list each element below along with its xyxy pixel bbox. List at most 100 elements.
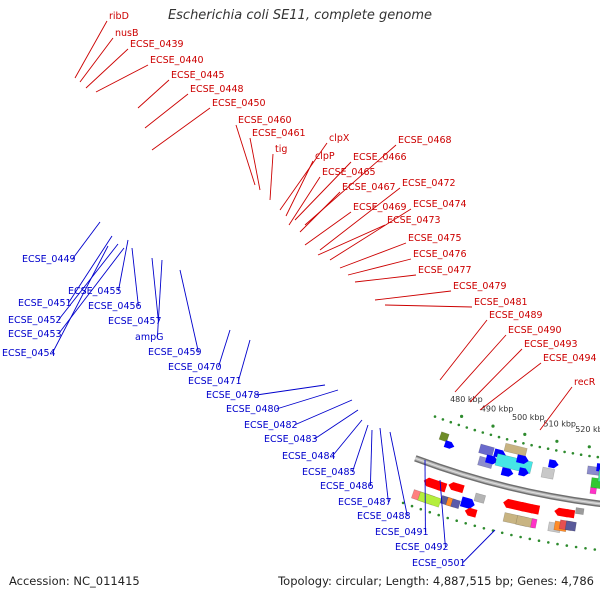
gene-feature-12-box — [473, 492, 487, 504]
gene-label-ecse_0488[interactable]: ECSE_0488 — [357, 511, 411, 522]
gene-label-ecse_0487[interactable]: ECSE_0487 — [338, 497, 392, 508]
gene-label-ecse_0456[interactable]: ECSE_0456 — [88, 301, 142, 312]
gene-label-ecse_0445[interactable]: ECSE_0445 — [171, 70, 225, 81]
gene-label-ecse_0466[interactable]: ECSE_0466 — [353, 152, 407, 163]
gene-label-clpx[interactable]: clpX — [329, 133, 350, 144]
top-leader — [74, 20, 108, 79]
gene-labels[interactable]: ribD nusBECSE_0439ECSE_0440ECSE_0445ECSE_… — [2, 11, 597, 569]
track-dot — [596, 455, 600, 459]
top-leader — [249, 137, 261, 191]
gene-label-ecse_0491[interactable]: ECSE_0491 — [375, 527, 429, 538]
gene-label-recr[interactable]: recR — [574, 377, 596, 388]
gene-label-ecse_0485[interactable]: ECSE_0485 — [302, 467, 356, 478]
gene-label-ecse_0492[interactable]: ECSE_0492 — [395, 542, 449, 553]
top-leader — [319, 187, 401, 251]
top-leader — [329, 208, 412, 261]
gene-label-ecse_0494[interactable]: ECSE_0494 — [543, 353, 597, 364]
gene-label-tig[interactable]: tig — [275, 144, 287, 155]
top-leader — [339, 242, 407, 269]
bottom-leader — [379, 427, 389, 503]
bottom-leader — [151, 257, 159, 322]
gene-label-ecse_0455[interactable]: ECSE_0455 — [68, 286, 122, 297]
bottom-leader — [439, 479, 446, 548]
track-dot — [446, 516, 450, 520]
gene-feature-44-box — [589, 487, 597, 495]
gene-label-ecse_0460[interactable]: ECSE_0460 — [238, 115, 292, 126]
gene-label-ampg[interactable]: ampG — [135, 332, 163, 343]
gene-label-ecse_0481[interactable]: ECSE_0481 — [474, 297, 528, 308]
scale-tick — [491, 424, 495, 428]
gene-label-ecse_0471[interactable]: ECSE_0471 — [188, 376, 242, 387]
top-leader — [137, 79, 170, 109]
accession-text: Accession: NC_011415 — [9, 574, 140, 588]
track-dot — [481, 431, 485, 434]
gene-feature-9-box — [438, 431, 450, 443]
track-dot — [565, 544, 569, 547]
gene-feature-25-box — [503, 442, 528, 457]
gene-label-ecse_0450[interactable]: ECSE_0450 — [212, 98, 266, 109]
gene-label-ecse_0472[interactable]: ECSE_0472 — [402, 178, 456, 189]
gene-label-ecse_0465[interactable]: ECSE_0465 — [322, 167, 376, 178]
gene-label-ecse_0483[interactable]: ECSE_0483 — [264, 434, 318, 445]
gene-label-ribd[interactable]: ribD — [109, 11, 129, 22]
label-leaders — [52, 20, 573, 564]
top-leader — [479, 362, 542, 411]
gene-label-ecse_0478[interactable]: ECSE_0478 — [206, 390, 260, 401]
gene-label-ecse_0476[interactable]: ECSE_0476 — [413, 249, 467, 260]
gene-feature-27 — [518, 467, 529, 477]
gene-label-ecse_0451[interactable]: ECSE_0451 — [18, 298, 72, 309]
top-leader — [317, 224, 386, 256]
gene-label-ecse_0489[interactable]: ECSE_0489 — [489, 310, 543, 321]
track-dot — [593, 548, 597, 551]
gene-label-ecse_0475[interactable]: ECSE_0475 — [408, 233, 462, 244]
gene-label-ecse_0474[interactable]: ECSE_0474 — [413, 199, 467, 210]
gene-feature-8 — [453, 483, 465, 494]
track-dot — [455, 519, 459, 522]
track-dot — [530, 443, 533, 447]
gene-label-ecse_0490[interactable]: ECSE_0490 — [508, 325, 562, 336]
gene-label-ecse_0480[interactable]: ECSE_0480 — [226, 404, 280, 415]
track-dot — [419, 507, 423, 511]
track-dot — [514, 440, 517, 443]
feature-tracks — [410, 431, 600, 534]
gene-label-ecse_0457[interactable]: ECSE_0457 — [108, 316, 162, 327]
gene-label-nusb[interactable]: nusB — [115, 28, 139, 39]
gene-label-ecse_0470[interactable]: ECSE_0470 — [168, 362, 222, 373]
gene-label-ecse_0440[interactable]: ECSE_0440 — [150, 55, 204, 66]
gene-label-ecse_0439[interactable]: ECSE_0439 — [130, 39, 184, 50]
top-leader — [79, 37, 114, 83]
gene-label-ecse_0486[interactable]: ECSE_0486 — [320, 481, 374, 492]
gene-label-ecse_0469[interactable]: ECSE_0469 — [353, 202, 407, 213]
gene-label-ecse_0468[interactable]: ECSE_0468 — [398, 135, 452, 146]
gene-label-ecse_0453[interactable]: ECSE_0453 — [8, 329, 62, 340]
track-dot — [505, 438, 509, 441]
gene-label-ecse_0473[interactable]: ECSE_0473 — [387, 215, 441, 226]
track-dot — [497, 435, 501, 439]
gene-label-ecse_0454[interactable]: ECSE_0454 — [2, 348, 56, 359]
gene-label-clpp[interactable]: clpP — [315, 151, 335, 162]
bottom-leader — [131, 247, 139, 307]
gene-label-ecse_0484[interactable]: ECSE_0484 — [282, 451, 336, 462]
gene-feature-28-arrow — [500, 467, 514, 477]
gene-label-ecse_0479[interactable]: ECSE_0479 — [453, 281, 507, 292]
gene-feature-11-arrow — [459, 496, 475, 509]
bottom-leader — [351, 424, 369, 473]
gene-label-ecse_0459[interactable]: ECSE_0459 — [148, 347, 202, 358]
gene-label-ecse_0448[interactable]: ECSE_0448 — [190, 84, 244, 95]
backbone-highlight — [415, 457, 600, 505]
track-dot — [482, 527, 486, 530]
gene-label-ecse_0493[interactable]: ECSE_0493 — [524, 339, 578, 350]
gene-label-ecse_0461[interactable]: ECSE_0461 — [252, 128, 306, 139]
track-dot — [433, 415, 437, 418]
gene-label-ecse_0467[interactable]: ECSE_0467 — [342, 182, 396, 193]
gene-feature-11 — [459, 496, 475, 509]
gene-label-ecse_0501[interactable]: ECSE_0501 — [412, 558, 466, 569]
track-dot — [519, 535, 522, 539]
gene-label-ecse_0449[interactable]: ECSE_0449 — [22, 254, 76, 265]
gene-label-ecse_0482[interactable]: ECSE_0482 — [244, 420, 298, 431]
gene-label-ecse_0477[interactable]: ECSE_0477 — [418, 265, 472, 276]
gene-label-ecse_0452[interactable]: ECSE_0452 — [8, 315, 62, 326]
bottom-leader — [58, 243, 119, 321]
top-leader — [144, 93, 189, 129]
